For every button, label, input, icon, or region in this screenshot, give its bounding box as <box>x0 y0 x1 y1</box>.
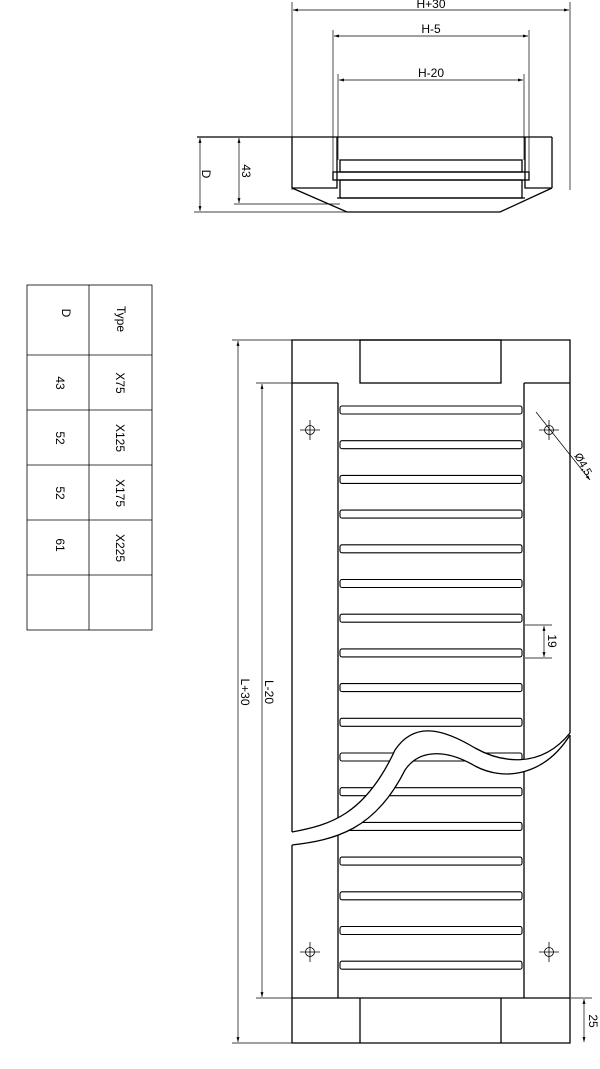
table-cell-type: X75 <box>113 372 127 394</box>
table-cell-type: X125 <box>113 424 127 452</box>
slot-bar <box>339 648 523 658</box>
slot-bar <box>339 613 523 623</box>
top-view: H+30 H-5 H-20 D 43 <box>194 0 571 213</box>
slot-bar <box>339 891 523 901</box>
dim-label-l30: L+30 <box>238 678 252 705</box>
slot-bar <box>339 821 523 831</box>
table-cell-d: 52 <box>53 431 67 445</box>
dim-label-43: 43 <box>239 164 253 178</box>
mount-hole-icon <box>300 420 320 440</box>
frame-outline-lower <box>291 735 571 1044</box>
dim-label-25: 25 <box>586 1014 600 1028</box>
slot-bar <box>339 856 523 866</box>
table-cell-d: 52 <box>53 486 67 500</box>
right-cavity <box>524 137 552 189</box>
slot-bar <box>339 683 523 693</box>
slot-lower <box>339 179 523 199</box>
slot-bar <box>339 578 523 589</box>
break-line-upper <box>291 730 571 833</box>
table-cell-d: 61 <box>53 538 67 552</box>
slot-group <box>339 405 523 970</box>
mount-hole-icon <box>539 420 559 440</box>
table-header-type: Type <box>114 306 128 332</box>
hole-leader-line <box>535 411 591 481</box>
slot-bar <box>339 440 523 450</box>
slot-bar <box>339 717 523 727</box>
table-header-d: D <box>59 309 73 318</box>
slot-bar <box>339 925 523 936</box>
dim-label-l20: L-20 <box>262 680 276 704</box>
slot-bar <box>339 544 523 554</box>
table-cell-d: 43 <box>53 376 67 390</box>
slot-flange <box>332 171 530 181</box>
slot-bar <box>339 509 523 519</box>
dim-label-19: 19 <box>545 634 559 648</box>
dim-label-hole: Ø4,5 <box>571 451 593 478</box>
top-end-block <box>359 339 502 384</box>
left-cavity <box>292 137 338 189</box>
bottom-chamfer <box>291 187 553 213</box>
table-cell-type: X175 <box>113 479 127 507</box>
type-table: D Type 43 X75 52 X125 52 X175 61 X225 <box>26 284 153 631</box>
slot-bar <box>339 405 523 415</box>
table-cell-type: X225 <box>113 534 127 562</box>
slot-bar <box>339 474 523 484</box>
break-band-fill <box>292 730 570 845</box>
table-frame <box>26 284 153 631</box>
mount-hole-icon <box>300 942 320 962</box>
dim-label-h5: H-5 <box>421 22 441 36</box>
main-view: L+30 L-20 <box>232 339 600 1044</box>
dim-label-d: D <box>199 170 213 179</box>
break-line-lower <box>291 734 571 846</box>
mount-hole-icon <box>539 942 559 962</box>
dim-label-h30: H+30 <box>416 0 445 11</box>
slot-upper <box>339 159 523 173</box>
dim-label-h20: H-20 <box>418 66 444 80</box>
slot-bar <box>339 960 523 970</box>
